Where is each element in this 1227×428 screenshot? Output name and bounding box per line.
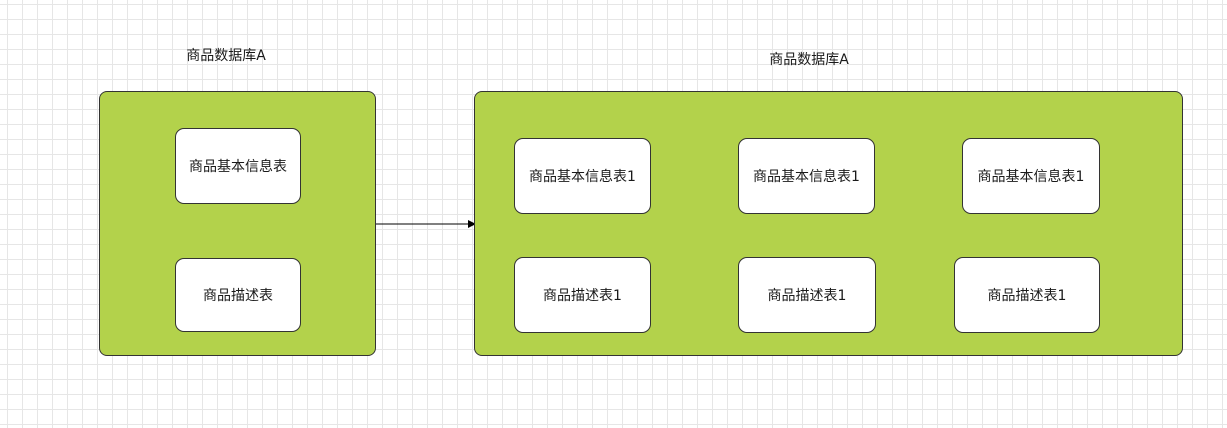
source-table-description[interactable]: 商品描述表 [175, 258, 301, 332]
target-db-title: 商品数据库A [769, 52, 849, 68]
target-table-basic-info-3[interactable]: 商品基本信息表1 [962, 138, 1100, 214]
source-db-title: 商品数据库A [186, 48, 266, 64]
source-table-basic-info[interactable]: 商品基本信息表 [175, 128, 301, 204]
target-table-basic-info-2[interactable]: 商品基本信息表1 [738, 138, 875, 214]
target-table-description-2[interactable]: 商品描述表1 [738, 257, 876, 333]
arrow-head [468, 220, 476, 228]
target-table-basic-info-1[interactable]: 商品基本信息表1 [514, 138, 651, 214]
target-table-description-1[interactable]: 商品描述表1 [514, 257, 651, 333]
target-table-description-3[interactable]: 商品描述表1 [954, 257, 1100, 333]
